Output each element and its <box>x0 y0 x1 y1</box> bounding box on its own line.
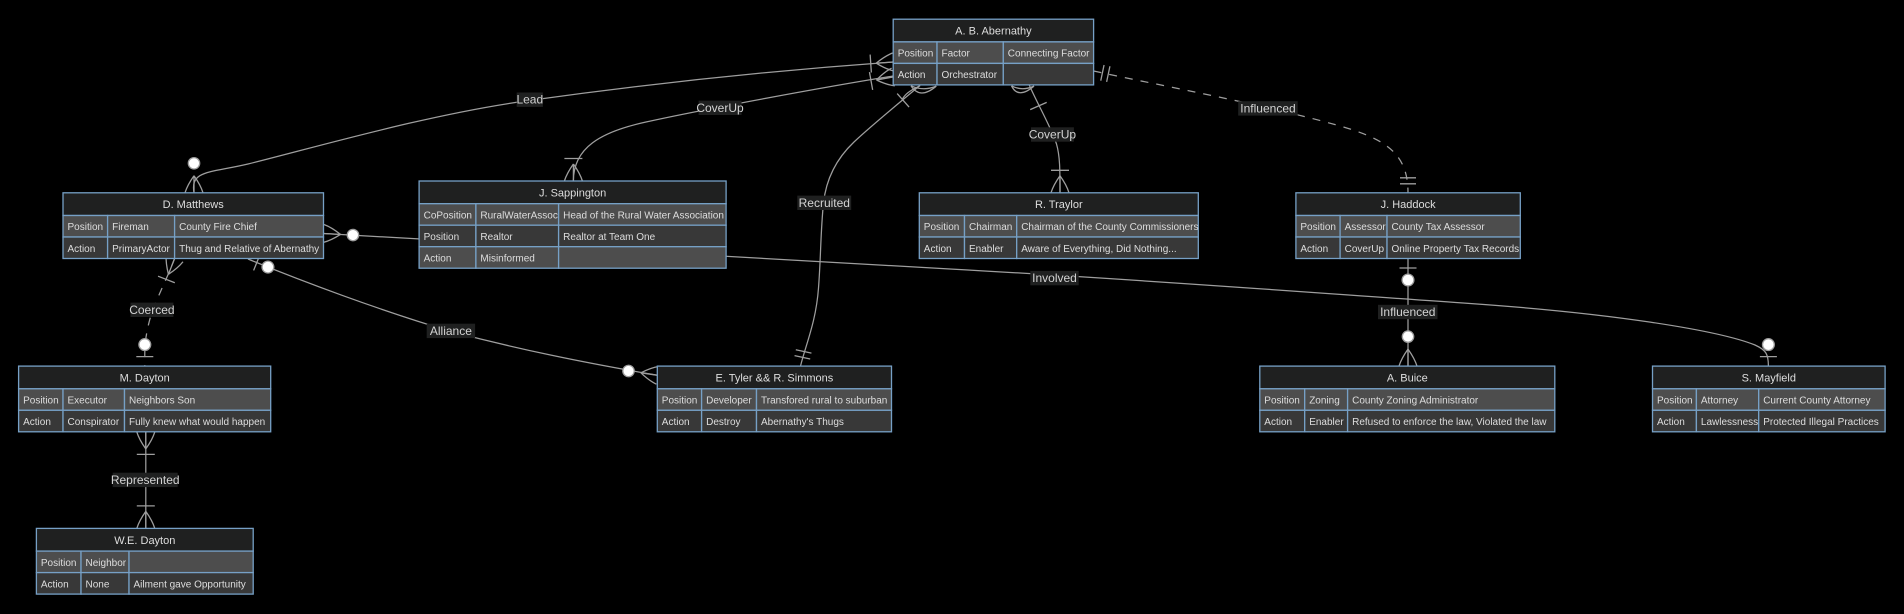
svg-text:CoverUp: CoverUp <box>1029 128 1077 142</box>
svg-text:Position: Position <box>23 396 59 407</box>
svg-text:Position: Position <box>1300 222 1336 233</box>
svg-text:Action: Action <box>662 417 690 428</box>
svg-text:Abernathy's Thugs: Abernathy's Thugs <box>761 417 844 428</box>
svg-text:Assessor: Assessor <box>1345 222 1387 233</box>
svg-text:Realtor at Team One: Realtor at Team One <box>563 232 656 243</box>
svg-text:S. Mayfield: S. Mayfield <box>1742 373 1796 385</box>
svg-text:County Tax Assessor: County Tax Assessor <box>1392 222 1486 233</box>
svg-text:Thug and Relative of Abernathy: Thug and Relative of Abernathy <box>179 244 319 255</box>
svg-text:Lead: Lead <box>516 93 543 107</box>
svg-text:Neighbor: Neighbor <box>86 558 127 569</box>
svg-text:Executor: Executor <box>68 396 108 407</box>
svg-text:Recruited: Recruited <box>799 196 850 210</box>
svg-text:County Fire Chief: County Fire Chief <box>179 222 257 233</box>
svg-text:Zoning: Zoning <box>1309 396 1340 407</box>
svg-text:Involved: Involved <box>1032 271 1077 285</box>
svg-text:CoverUp: CoverUp <box>1345 244 1385 255</box>
svg-text:A. B. Abernathy: A. B. Abernathy <box>955 26 1032 38</box>
svg-text:Aware of Everything, Did Nothi: Aware of Everything, Did Nothing... <box>1021 244 1176 255</box>
svg-text:Fireman: Fireman <box>112 222 149 233</box>
svg-text:Ailment gave Opportunity: Ailment gave Opportunity <box>134 579 246 590</box>
svg-text:Neighbors Son: Neighbors Son <box>129 396 195 407</box>
svg-text:R. Traylor: R. Traylor <box>1035 199 1083 211</box>
svg-text:Online Property Tax Records: Online Property Tax Records <box>1392 244 1520 255</box>
svg-text:W.E. Dayton: W.E. Dayton <box>114 535 175 547</box>
svg-text:Misinformed: Misinformed <box>480 253 534 264</box>
svg-text:Conspirator: Conspirator <box>68 417 120 428</box>
svg-text:J. Sappington: J. Sappington <box>539 187 606 199</box>
svg-text:Position: Position <box>924 222 960 233</box>
svg-text:Factor: Factor <box>942 49 971 60</box>
svg-text:Alliance: Alliance <box>430 324 472 338</box>
svg-text:Represented: Represented <box>111 473 180 487</box>
svg-text:Position: Position <box>1264 396 1300 407</box>
svg-text:RuralWaterAssoc: RuralWaterAssoc <box>480 210 557 221</box>
svg-text:Position: Position <box>1657 396 1693 407</box>
svg-text:Protected Illegal Practices: Protected Illegal Practices <box>1763 417 1879 428</box>
svg-text:Developer: Developer <box>706 396 752 407</box>
svg-text:Realtor: Realtor <box>480 232 513 243</box>
svg-text:Action: Action <box>898 70 926 81</box>
svg-text:Current County Attorney: Current County Attorney <box>1763 396 1870 407</box>
svg-text:Attorney: Attorney <box>1701 396 1738 407</box>
svg-text:J. Haddock: J. Haddock <box>1381 199 1437 211</box>
svg-text:Refused to enforce the law, Vi: Refused to enforce the law, Violated the… <box>1352 417 1547 428</box>
svg-text:Position: Position <box>68 222 104 233</box>
svg-text:CoPosition: CoPosition <box>424 210 472 221</box>
svg-text:Destroy: Destroy <box>706 417 740 428</box>
svg-text:Fully knew what would happen: Fully knew what would happen <box>129 417 265 428</box>
svg-text:Action: Action <box>1657 417 1685 428</box>
svg-text:Lawlessness: Lawlessness <box>1701 417 1758 428</box>
svg-text:Chairman of the County Commiss: Chairman of the County Commissioners <box>1021 222 1198 233</box>
svg-text:None: None <box>86 579 110 590</box>
svg-text:Enabler: Enabler <box>969 244 1004 255</box>
svg-text:Connecting Factor: Connecting Factor <box>1008 49 1090 60</box>
svg-text:Position: Position <box>41 558 77 569</box>
svg-text:CoverUp: CoverUp <box>696 101 744 115</box>
svg-text:Position: Position <box>424 232 460 243</box>
svg-text:Influenced: Influenced <box>1380 305 1435 319</box>
svg-text:Action: Action <box>1300 244 1328 255</box>
svg-text:Chairman: Chairman <box>969 222 1012 233</box>
svg-text:Action: Action <box>424 253 452 264</box>
svg-text:Transfored rural to suburban: Transfored rural to suburban <box>761 396 887 407</box>
svg-text:M. Dayton: M. Dayton <box>120 373 170 385</box>
svg-text:Orchestrator: Orchestrator <box>942 70 998 81</box>
svg-text:Action: Action <box>1264 417 1292 428</box>
svg-text:Influenced: Influenced <box>1240 101 1295 115</box>
svg-text:PrimaryActor: PrimaryActor <box>112 244 170 255</box>
svg-text:D. Matthews: D. Matthews <box>163 199 225 211</box>
svg-text:Action: Action <box>924 244 952 255</box>
svg-text:County Zoning Administrator: County Zoning Administrator <box>1352 396 1479 407</box>
svg-text:Position: Position <box>898 49 934 60</box>
svg-text:Head of the Rural Water Associ: Head of the Rural Water Association <box>563 210 724 221</box>
svg-text:Coerced: Coerced <box>129 303 174 317</box>
svg-text:Enabler: Enabler <box>1309 417 1344 428</box>
svg-text:E. Tyler && R. Simmons: E. Tyler && R. Simmons <box>716 373 834 385</box>
svg-text:Action: Action <box>23 417 51 428</box>
svg-text:Action: Action <box>68 244 96 255</box>
svg-text:A. Buice: A. Buice <box>1387 373 1428 385</box>
svg-text:Position: Position <box>662 396 698 407</box>
svg-text:Action: Action <box>41 579 69 590</box>
